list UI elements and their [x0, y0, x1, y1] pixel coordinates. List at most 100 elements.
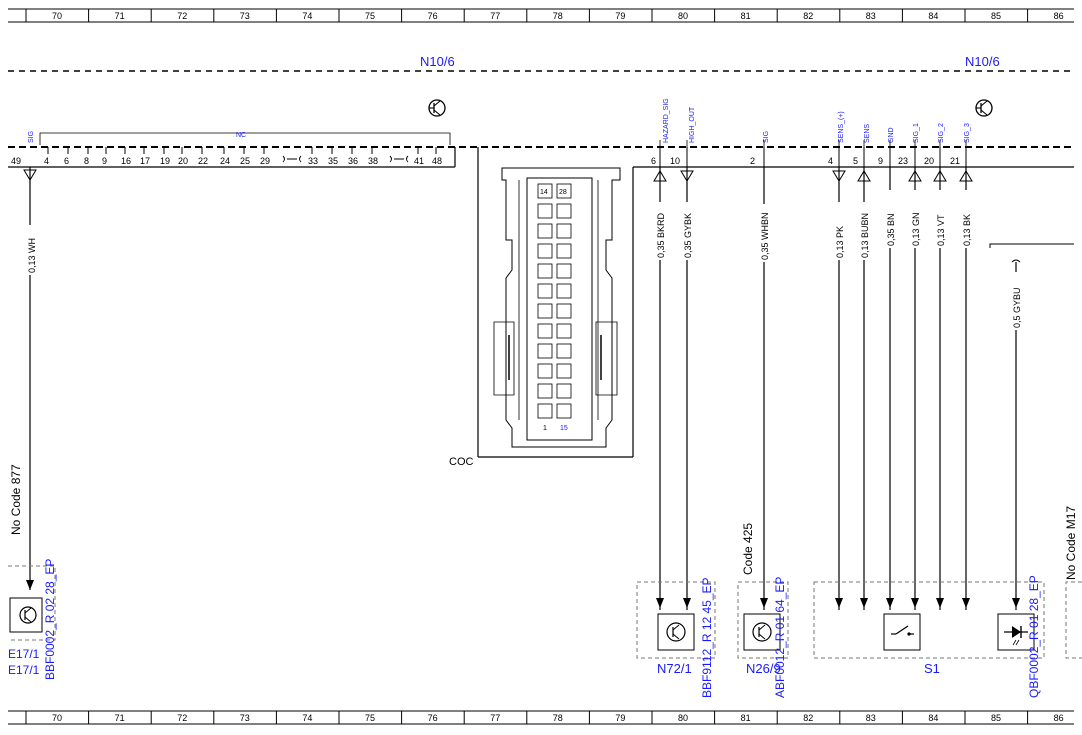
wire-spec: 0,13 VT [936, 214, 946, 246]
signal-label: HIGH_OUT [689, 106, 696, 143]
pin-number: 5 [853, 156, 858, 166]
signal-label: HAZARD_SIG [663, 98, 670, 143]
ruler-label: 74 [302, 11, 312, 21]
pin-number: 19 [160, 156, 170, 166]
arrow-up-icon [933, 170, 947, 182]
coc-connector-drawing: 14 28 1 15 [493, 167, 621, 448]
component-n72-1: N72/1 BBF9112_R 12 45_EP [636, 577, 716, 698]
pin-number: 1 [543, 425, 547, 432]
arrow-icon [656, 598, 664, 608]
ruler-label: 70 [52, 713, 62, 723]
reference-code[interactable]: BBF0002_R 02 28_EP [43, 559, 57, 680]
signal-label: SIG [28, 131, 35, 143]
pin-number: 20 [924, 156, 934, 166]
pin-number: 15 [560, 425, 568, 432]
arrow-down-icon [832, 170, 846, 182]
component-label-top-left[interactable]: N10/6 [420, 54, 455, 69]
ruler-label: 81 [741, 11, 751, 21]
reference-code[interactable]: QBF0002_R 01 28_EP [1027, 575, 1041, 698]
pin-number: 4 [44, 156, 49, 166]
bridge-icon [389, 155, 409, 163]
arrow-up-icon [908, 170, 922, 182]
signal-label: SIG_3 [964, 123, 971, 143]
component-label-top-right[interactable]: N10/6 [965, 54, 1000, 69]
wire-sig3[interactable]: 21 SIG_3 0,13 BK [950, 123, 973, 610]
wire-spec: 0,13 BUBN [860, 213, 870, 258]
pin-number: 24 [220, 156, 230, 166]
ruler-label: 82 [803, 11, 813, 21]
wire-sens[interactable]: 5 SENS 0,13 BUBN [853, 124, 871, 610]
pin-number: 4 [828, 156, 833, 166]
left-component-box: E17/1 E17/1 BBF0002_R 02 28_EP [8, 559, 57, 680]
arrow-down-icon [680, 170, 694, 182]
switch-icon [891, 625, 914, 636]
pin-number: 8 [84, 156, 89, 166]
signal-label: GND [888, 127, 895, 143]
signal-label: SENS_(+) [838, 111, 845, 143]
ruler-label: 77 [490, 713, 500, 723]
wire-spec: 0,13 WH [27, 238, 37, 273]
ruler-label: 80 [678, 11, 688, 21]
code-label-no-code: No Code 877 [9, 464, 23, 535]
wire-right[interactable]: 0,5 GYBU [1010, 262, 1022, 610]
component-label[interactable]: N72/1 [657, 661, 692, 676]
wire-spec: 0,13 BK [962, 214, 972, 246]
transistor-icon [19, 606, 37, 624]
ruler-label: 78 [553, 11, 563, 21]
pin-number: 6 [64, 156, 69, 166]
pin-number: 9 [878, 156, 883, 166]
pin-number: 35 [328, 156, 338, 166]
ruler-label: 73 [240, 11, 250, 21]
ruler-label: 71 [115, 713, 125, 723]
pin-number: 28 [559, 189, 567, 196]
ruler-label: 80 [678, 713, 688, 723]
pin-number: 9 [102, 156, 107, 166]
transistor-icon [428, 99, 446, 117]
arrow-up-icon [959, 170, 973, 182]
ruler-label: 82 [803, 713, 813, 723]
arrow-icon [760, 598, 768, 608]
ruler-label: 73 [240, 713, 250, 723]
reference-code[interactable]: ABF0012_R 01 64_EP [773, 577, 787, 698]
pin-number: 25 [240, 156, 250, 166]
component-label[interactable]: E17/1 [8, 663, 40, 677]
ruler-label: 81 [741, 713, 751, 723]
wire-spec: 0,13 GN [911, 212, 921, 246]
ruler-label: 86 [1054, 11, 1064, 21]
ruler-label: 85 [991, 11, 1001, 21]
transistor-icon [666, 622, 686, 642]
wire-spec: 0,35 BKRD [656, 212, 666, 258]
pin-number: 38 [368, 156, 378, 166]
reference-code[interactable]: BBF9112_R 12 45_EP [700, 577, 714, 698]
ruler-label: 74 [302, 713, 312, 723]
wire-spec: 0,5 GYBU [1012, 287, 1022, 328]
ruler-label: 72 [177, 11, 187, 21]
ruler-label: 71 [115, 11, 125, 21]
pin-number: 21 [950, 156, 960, 166]
wire-spec: 0,35 WHBN [760, 212, 770, 260]
ruler-label: 75 [365, 713, 375, 723]
component-s1: S1 QBF0002_R 01 28_EP [813, 575, 1045, 698]
pin-number: 36 [348, 156, 358, 166]
transistor-icon [752, 622, 772, 642]
arrow-icon [1012, 598, 1020, 608]
component-label[interactable]: E17/1 [8, 647, 40, 661]
right-edge-component: No Code M17 [1064, 506, 1082, 659]
wire-sig-left[interactable]: 0,13 WH [23, 167, 37, 590]
component-label[interactable]: S1 [924, 661, 940, 676]
component-label[interactable]: N26/9 [746, 661, 781, 676]
ruler-label: 76 [428, 11, 438, 21]
wire-hazard[interactable]: 6 HAZARD_SIG 0,35 BKRD [651, 98, 670, 610]
ruler-label: 85 [991, 713, 1001, 723]
signal-label: SENS [864, 124, 871, 143]
led-icon [1004, 626, 1028, 646]
pin-number: 6 [651, 156, 656, 166]
